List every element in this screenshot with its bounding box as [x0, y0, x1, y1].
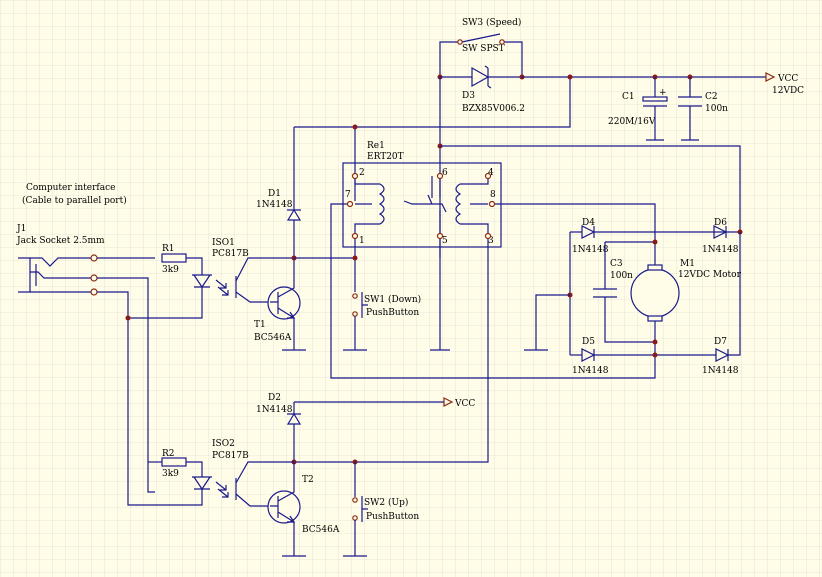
- cable-note-label: (Cable to parallel port): [22, 195, 127, 206]
- computer-interface-label: Computer interface: [26, 183, 116, 193]
- transistor-t2: T2 BC546A: [267, 462, 340, 557]
- vcc-mid-wire: VCC: [294, 397, 475, 409]
- pushbutton-sw1: SW1 (Down) PushButton: [282, 292, 421, 351]
- d3-ref-label: D3: [462, 91, 475, 101]
- re1-value-label: ERT20T: [367, 152, 404, 162]
- c3-ref-label: C3: [610, 259, 623, 269]
- vcc-top-value-label: 12VDC: [772, 86, 804, 96]
- zener-d3: D3 BZX85V006.2: [440, 65, 525, 114]
- d1-ref-label: D1: [268, 189, 281, 199]
- iso2-value-label: PC817B: [212, 451, 249, 461]
- d5-value-label: 1N4148: [572, 366, 609, 376]
- vcc-mid-label: VCC: [454, 399, 475, 409]
- iso2-ref-label: ISO2: [212, 439, 235, 449]
- c1-ref-label: C1: [622, 92, 635, 102]
- relay-pin-6-label: 6: [442, 168, 448, 178]
- d6-ref-label: D6: [714, 218, 727, 228]
- vcc-power-flag-top: VCC 12VDC: [765, 72, 804, 96]
- c2-value-label: 100n: [705, 104, 728, 114]
- bridge-ground: [524, 294, 570, 351]
- sw2-ref-label: SW2 (Up): [364, 497, 408, 508]
- re1-ref-label: Re1: [367, 141, 385, 151]
- relay-pin-5-label: 5: [442, 236, 448, 246]
- relay-pin-4-label: 4: [488, 168, 494, 178]
- vcc-top-label: VCC: [777, 74, 798, 84]
- j1-wires: [97, 257, 203, 506]
- relay-re1: Re1 ERT20T 2 6 4 7 8 1 5 3: [342, 141, 502, 248]
- j1-ref-label: J1: [16, 224, 26, 234]
- diode-d1: D1 1N4148: [256, 127, 302, 261]
- iso1-ref-label: ISO1: [212, 238, 235, 248]
- relay-pin-8-label: 8: [490, 190, 496, 200]
- coil-supply-wire: [294, 77, 571, 201]
- t1-ref-label: T1: [254, 320, 266, 330]
- m1-ref-label: M1: [680, 259, 695, 269]
- diode-d4: D4 1N4148: [567, 218, 740, 355]
- transistor-t1: T1 BC546A: [254, 258, 301, 343]
- c1-polarity-label: +: [659, 88, 667, 98]
- pushbutton-sw2: SW2 (Up) PushButton: [343, 462, 419, 557]
- relay-pin-3-label: 3: [488, 236, 494, 246]
- optocoupler-iso2: ISO2 PC817B: [192, 439, 294, 507]
- capacitor-c2: C2 100n: [678, 77, 728, 140]
- r1-ref-label: R1: [162, 244, 175, 254]
- c2-ref-label: C2: [705, 92, 718, 102]
- diode-d7: D7 1N4148: [702, 232, 741, 376]
- d7-value-label: 1N4148: [702, 366, 739, 376]
- capacitor-c3: C3 100n: [593, 241, 655, 343]
- resistor-r2: R2 3k9: [148, 449, 203, 479]
- t2-ref-label: T2: [302, 475, 314, 485]
- c1-value-label: 220M/16V: [608, 117, 656, 127]
- sw1-ref-label: SW1 (Down): [364, 294, 421, 305]
- d1-value-label: 1N4148: [256, 200, 293, 210]
- jack-socket-j1: J1 Jack Socket 2.5mm: [16, 224, 105, 296]
- d6-value-label: 1N4148: [702, 245, 739, 255]
- r2-value-label: 3k9: [162, 469, 179, 479]
- d4-value-label: 1N4148: [572, 245, 609, 255]
- relay-output-wires: [294, 203, 656, 463]
- optocoupler-iso1: ISO1 PC817B: [192, 238, 294, 303]
- sw1-value-label: PushButton: [366, 308, 419, 318]
- m1-value-label: 12VDC Motor: [678, 270, 742, 280]
- t1-value-label: BC546A: [254, 333, 292, 343]
- sw3-value-label: SW SPST: [462, 44, 505, 54]
- iso1-value-label: PC817B: [212, 249, 249, 259]
- sw3-ref-label: SW3 (Speed): [462, 17, 521, 28]
- computer-interface-note: Computer interface (Cable to parallel po…: [22, 183, 127, 206]
- relay-pin-7-label: 7: [345, 190, 351, 200]
- resistor-r1: R1 3k9: [161, 244, 203, 275]
- d7-ref-label: D7: [714, 337, 727, 347]
- relay-pin-1-label: 1: [359, 236, 365, 246]
- capacitor-c1: C1 220M/16V +: [608, 77, 668, 140]
- d4-ref-label: D4: [582, 218, 595, 228]
- diode-d2: D2 1N4148: [256, 393, 358, 465]
- motor-m1: M1 12VDC Motor: [630, 239, 742, 358]
- d5-ref-label: D5: [582, 337, 595, 347]
- d2-value-label: 1N4148: [256, 405, 293, 415]
- c3-value-label: 100n: [610, 271, 633, 281]
- r2-ref-label: R2: [162, 449, 175, 459]
- relay-pin-2-label: 2: [359, 168, 365, 178]
- d2-ref-label: D2: [268, 393, 281, 403]
- d3-value-label: BZX85V006.2: [462, 104, 525, 114]
- sw2-value-label: PushButton: [366, 512, 419, 522]
- j1-value-label: Jack Socket 2.5mm: [16, 236, 105, 246]
- t2-value-label: BC546A: [302, 525, 340, 535]
- r1-value-label: 3k9: [162, 265, 179, 275]
